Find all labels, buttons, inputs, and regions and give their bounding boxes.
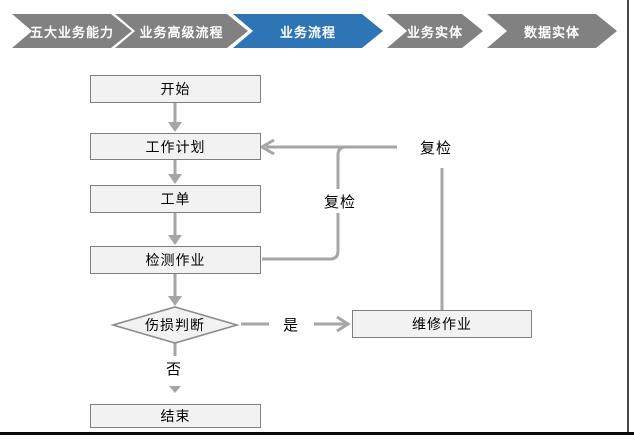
label-yes: 是 <box>277 313 305 335</box>
nav-step-4-label: 业务实体 <box>406 24 463 40</box>
arrowhead-into-workplan-top <box>168 122 182 132</box>
label-recheck-outer: 复检 <box>412 136 460 158</box>
flow-node-repair-label: 维修作业 <box>412 316 472 332</box>
nav-step-3-label: 业务流程 <box>279 24 336 40</box>
label-no: 否 <box>160 357 188 379</box>
flow-node-inspection: 检测作业 <box>90 246 261 274</box>
arrowhead-into-decision <box>168 296 182 306</box>
flow-node-work-plan-label: 工作计划 <box>145 138 206 155</box>
nav-step-2[interactable]: 业务高级流程 <box>115 14 248 48</box>
nav-step-4[interactable]: 业务实体 <box>387 14 483 48</box>
flow-node-work-order: 工单 <box>90 185 261 213</box>
nav-step-1-label: 五大业务能力 <box>29 24 114 40</box>
flow-node-damage-decision-label: 伤损判断 <box>145 317 205 333</box>
flow-node-end: 结束 <box>90 404 261 428</box>
arrowhead-into-workplan <box>259 138 275 156</box>
arrowhead-into-repair <box>336 315 351 333</box>
flow-node-work-plan: 工作计划 <box>90 133 261 160</box>
flow-node-end-label: 结束 <box>160 408 191 424</box>
nav-step-1[interactable]: 五大业务能力 <box>12 14 132 48</box>
flow-node-start-label: 开始 <box>160 81 191 97</box>
label-recheck-inner: 复检 <box>316 190 364 212</box>
nav-step-3-active[interactable]: 业务流程 <box>233 14 383 48</box>
nav-step-2-label: 业务高级流程 <box>139 24 224 40</box>
arrowhead-into-workorder <box>168 174 182 184</box>
flow-node-damage-decision: 伤损判断 <box>113 307 237 343</box>
arrowhead-into-inspection <box>168 235 182 245</box>
frame-right-line <box>627 0 629 432</box>
flow-node-repair: 维修作业 <box>352 310 532 338</box>
flow-node-start: 开始 <box>90 75 261 103</box>
flow-node-inspection-label: 检测作业 <box>145 252 206 268</box>
arrowhead-into-end <box>169 386 181 393</box>
flow-node-work-order-label: 工单 <box>160 191 191 207</box>
nav-step-5-label: 数据实体 <box>523 24 580 40</box>
frame-bottom-line <box>0 432 634 435</box>
nav-step-5[interactable]: 数据实体 <box>487 14 617 48</box>
